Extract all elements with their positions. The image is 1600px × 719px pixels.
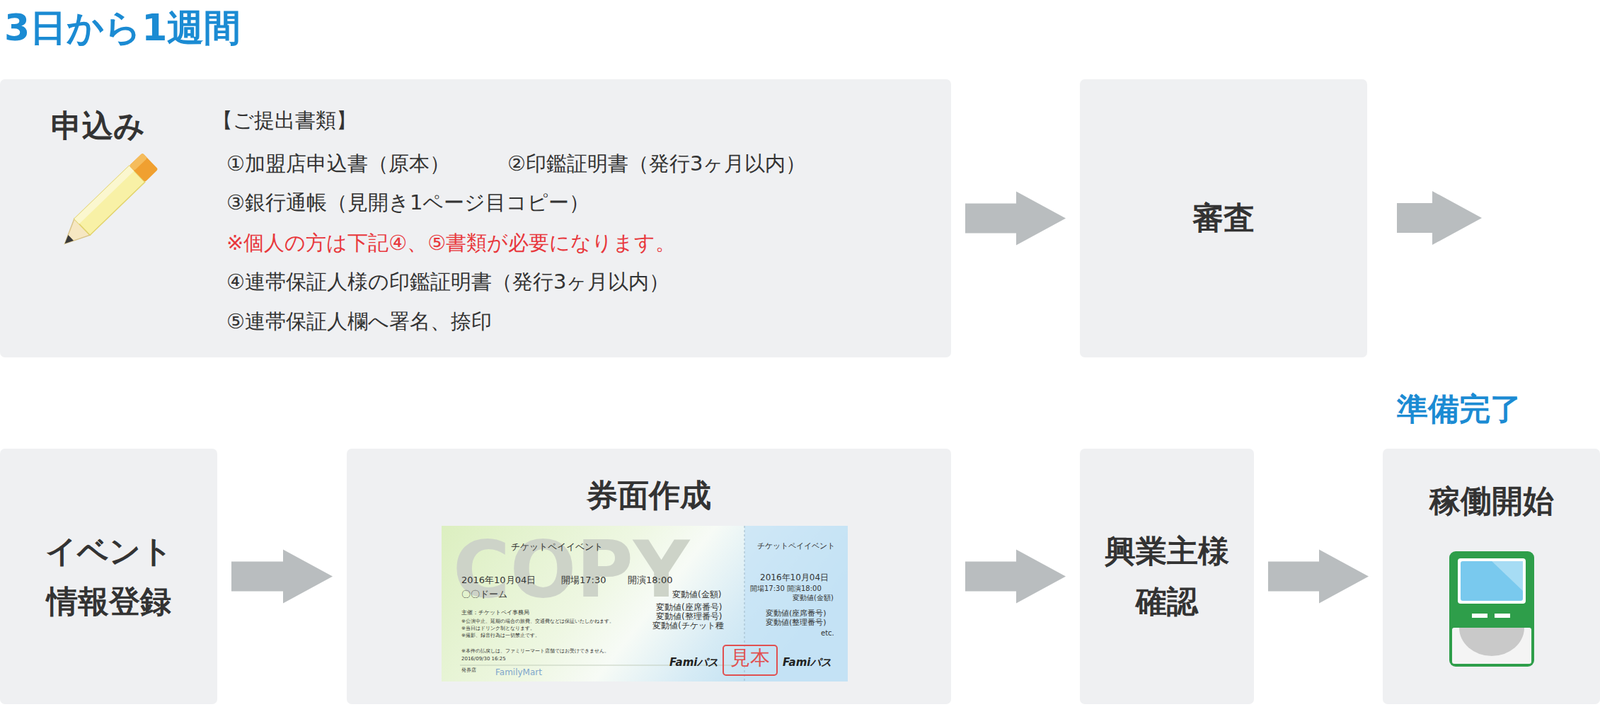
step-box: イベント 情報登録 <box>0 448 218 705</box>
continue-arrow <box>1396 191 1482 245</box>
doc-item: ①加盟店申込書（原本） <box>226 151 451 177</box>
arrow-shaft <box>965 203 1020 234</box>
flow-arrow <box>1268 549 1369 604</box>
ticket-text: 開演18:00 <box>627 575 673 586</box>
step-heading: 券面作成 <box>586 476 712 515</box>
step-box: 興業主様 確認 <box>1079 448 1254 705</box>
ticket-text: etc. <box>820 629 835 638</box>
ticket-text: 変動値(金額) <box>792 593 834 603</box>
step-heading: イベント 情報登録 <box>38 526 180 627</box>
arrow-shaft <box>1268 561 1322 592</box>
arrow-shaft <box>965 561 1020 592</box>
ticket-text: 変動値(整理番号) <box>765 618 827 628</box>
ticket-text: 変動値(チケット種 <box>652 621 724 632</box>
ticket-text: 開場17:30 <box>561 575 606 586</box>
ticket-text: 変動値(金額) <box>672 590 722 601</box>
ticket-text: 主催：チケットペイ事務局 <box>461 609 530 616</box>
ticket-note: 2016/09/30 16:25 <box>461 655 506 662</box>
arrow-shaft <box>231 561 286 592</box>
step-box: 準備完了稼働開始 <box>1382 448 1600 705</box>
step-heading: 申込み <box>50 107 146 146</box>
ticket-text: 開演18:00 <box>786 584 822 594</box>
ticket-text: 開場17:30 <box>750 584 785 594</box>
arrow-head <box>1016 191 1066 246</box>
ticket-note: ※本件の払戻しは、ファミリーマート店舗ではお受けできません。 <box>461 648 610 654</box>
ticket-note: ※撮影、録音行為は一切禁止です。 <box>461 632 540 639</box>
doc-item: ⑤連帯保証人欄へ署名、捺印 <box>226 309 492 335</box>
sample-stamp: 見本 <box>730 646 770 670</box>
step-heading: 審査 <box>1192 199 1255 238</box>
arrow-head <box>283 549 333 604</box>
ticket-text: チケットペイイベント <box>510 542 603 553</box>
doc-item: ③銀行通帳（見開き1ページ目コピー） <box>226 190 590 216</box>
ticket-text: 2016年10月04日 <box>461 575 536 586</box>
watermark: COPY <box>452 525 690 615</box>
ticket-text: 〇〇ドーム <box>461 589 508 601</box>
title: 3日から1週間 <box>4 5 241 50</box>
arrow-head <box>1016 549 1066 604</box>
doc-note: ※個人の方は下記④、⑤書類が必要になります。 <box>226 230 676 256</box>
ticket-note: ※公演中止、延期の場合の旅費、交通費などは保証いたしかねます。 <box>461 618 615 625</box>
brand-logo: FamilyMart <box>495 668 543 678</box>
ticket-text: チケットペイイベント <box>757 542 836 552</box>
ticket-text: 2016年10月04日 <box>760 573 829 584</box>
ticket-note: 発券店 <box>461 667 477 673</box>
arrow-head <box>1319 549 1369 604</box>
step-box: 審査 <box>1079 79 1368 358</box>
flow-arrow <box>965 549 1066 604</box>
doc-item: ②印鑑証明書（発行3ヶ月以内） <box>507 151 807 177</box>
step-heading: 興業主様 確認 <box>1096 526 1238 627</box>
doc-heading: 【ご提出書類】 <box>212 108 357 134</box>
flow-arrow <box>231 549 333 604</box>
flow-arrow <box>965 191 1066 246</box>
ready-heading: 準備完了 <box>1396 390 1522 429</box>
step-heading: 稼働開始 <box>1429 482 1555 521</box>
ticket-note: ※当日はドリンク制となります。 <box>461 625 535 632</box>
doc-item: ④連帯保証人様の印鑑証明書（発行3ヶ月以内） <box>226 269 670 295</box>
ticket-text: 変動値(整理番号) <box>655 612 722 623</box>
step-box: 申込み 【ご提出書類】 ①加盟店申込書（原本） ②印鑑証明書（発行3ヶ月以内） ③銀行通… <box>0 79 952 358</box>
ticket-text: 変動値(座席番号) <box>765 609 827 619</box>
ticket-text: 変動値(座席番号) <box>655 602 722 613</box>
brand-logo: Famiパス <box>669 656 719 669</box>
brand-logo: Famiパス <box>782 656 832 669</box>
